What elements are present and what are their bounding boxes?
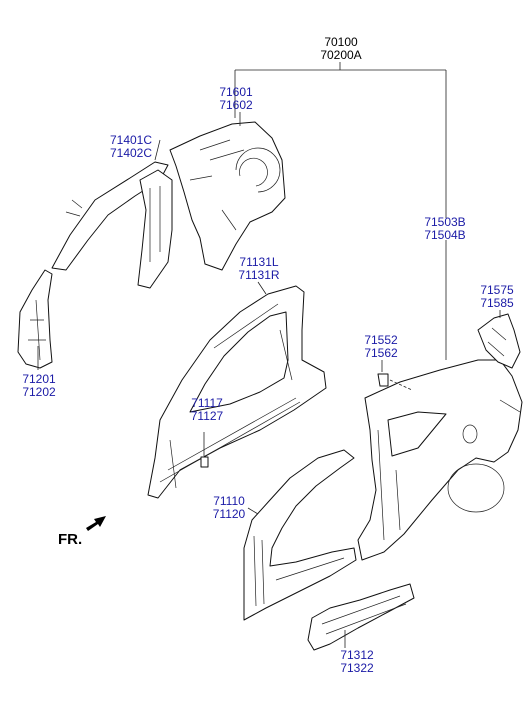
quarter-inner-part <box>169 112 286 271</box>
a-pillar-lower-part <box>17 269 53 370</box>
quarter-bracket-part <box>477 310 521 369</box>
roof-rail-part <box>51 139 173 289</box>
quarter-panel-part <box>357 359 523 561</box>
assembly-leader <box>234 62 447 360</box>
side-sill-part <box>307 583 415 651</box>
fuel-bracket-part <box>377 360 413 391</box>
side-outer-part <box>147 281 327 499</box>
front-direction-arrow <box>86 516 106 531</box>
small-bracket-part <box>200 432 209 468</box>
front-direction-label: FR. <box>58 531 83 548</box>
front-pillar-part <box>243 449 357 621</box>
